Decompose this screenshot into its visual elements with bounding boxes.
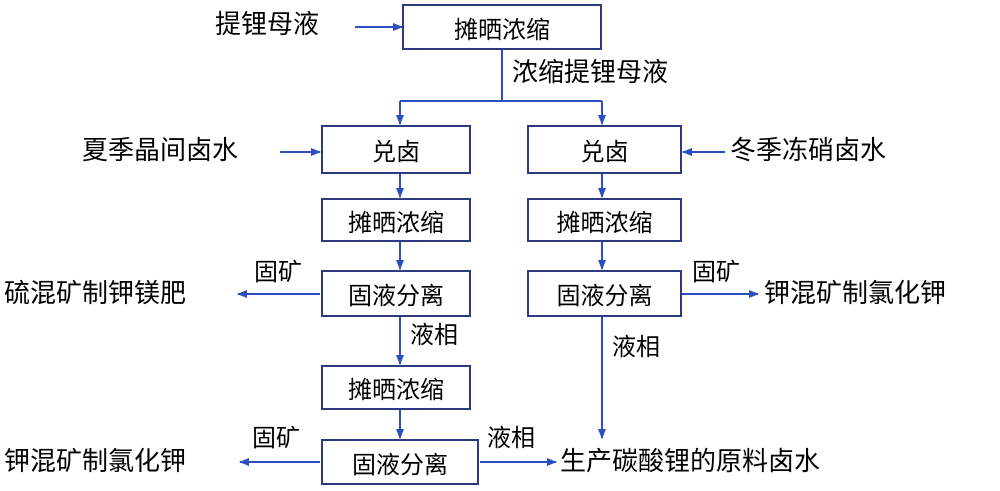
edge-label-solid-right: 固矿 xyxy=(692,258,740,286)
edge-label-solid-left2: 固矿 xyxy=(252,424,300,452)
input-summer-brine: 夏季晶间卤水 xyxy=(82,136,239,166)
output-kcl-right: 钾混矿制氯化钾 xyxy=(764,279,947,309)
edge-label-liquid-left2: 液相 xyxy=(487,424,535,452)
process-box-evap-right: 摊晒浓缩 xyxy=(527,198,682,242)
edge-label-concentrated: 浓缩提锂母液 xyxy=(512,58,669,88)
output-lithium-brine: 生产碳酸锂的原料卤水 xyxy=(560,447,821,477)
input-winter-brine: 冬季冻硝卤水 xyxy=(730,136,887,166)
process-box-mix-right: 兑卤 xyxy=(527,125,682,174)
process-box-evap-left: 摊晒浓缩 xyxy=(321,198,471,242)
process-box-evap-left2: 摊晒浓缩 xyxy=(321,365,471,410)
input-mother-liquor: 提锂母液 xyxy=(215,10,320,40)
output-kcl-left: 钾混矿制氯化钾 xyxy=(4,447,187,477)
edge-label-liquid-left: 液相 xyxy=(410,321,458,349)
process-box-sep-left: 固液分离 xyxy=(321,270,471,317)
edge-label-solid-left: 固矿 xyxy=(254,258,302,286)
process-box-sep-left2: 固液分离 xyxy=(321,439,479,485)
process-box-mix-left: 兑卤 xyxy=(321,125,471,174)
process-box-evap-top: 摊晒浓缩 xyxy=(402,4,602,50)
process-box-sep-right: 固液分离 xyxy=(527,270,682,317)
edge-label-liquid-right: 液相 xyxy=(612,333,660,361)
output-sulfur-fertilizer: 硫混矿制钾镁肥 xyxy=(4,279,187,309)
